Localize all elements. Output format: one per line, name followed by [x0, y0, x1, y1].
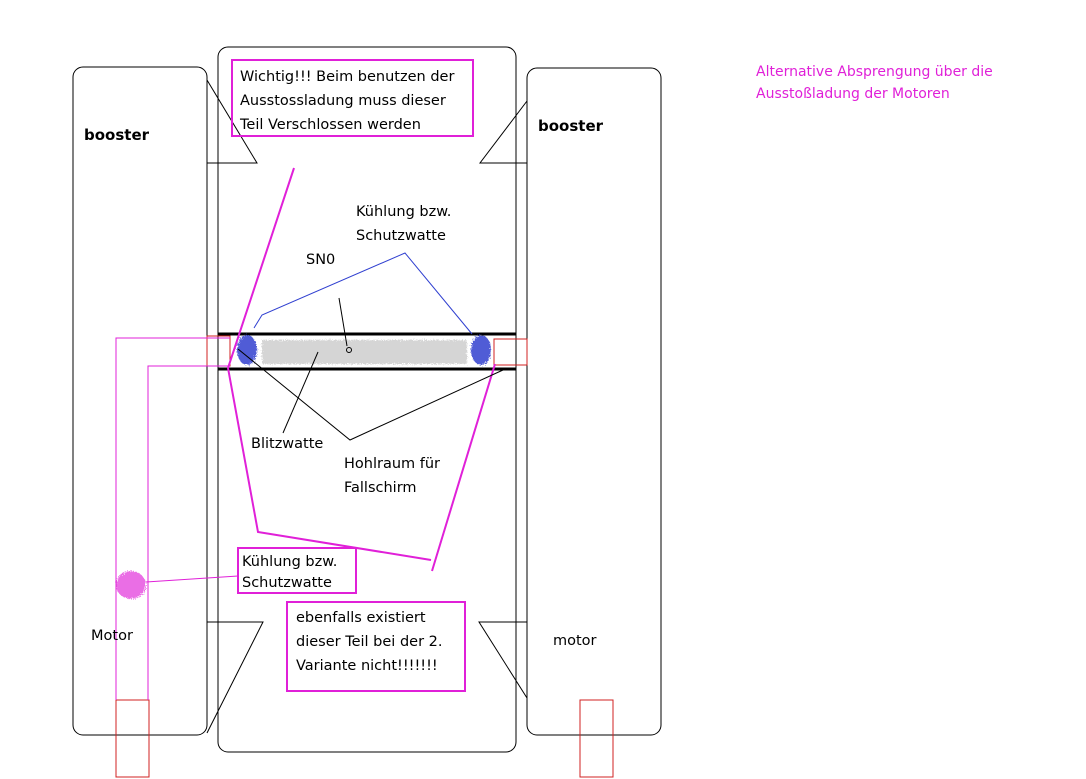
right-nozzle-rect [579, 699, 614, 778]
variant-note-box [286, 601, 466, 692]
variant-note-line-3: Variante nicht!!!!!!! [296, 658, 438, 674]
sn0-label: SN0 [306, 252, 335, 268]
cooling-bottom-line-1: Kühlung bzw. [242, 554, 337, 570]
right-lower-attachment-wedge [478, 621, 528, 699]
central-body [217, 46, 517, 753]
hohlraum-line-1: Hohlraum für [344, 456, 440, 472]
closure-outline [226, 167, 432, 561]
cooling-cotton-right [471, 335, 491, 365]
left-lower-attachment-wedge [206, 621, 264, 734]
important-note-line-3: Teil Verschlossen werden [239, 117, 421, 133]
left-charge-duct-outer [115, 337, 230, 700]
alternative-note-line-2: Ausstoßladung der Motoren [756, 86, 950, 102]
sn0-leader [338, 297, 348, 347]
right-seal-rect [493, 338, 528, 366]
cooling-cotton-left [237, 335, 257, 365]
important-note-line-1: Wichtig!!! Beim benutzen der [240, 69, 454, 85]
cooling-top-line-2: Schutzwatte [356, 228, 446, 244]
left-charge-duct-inner [147, 365, 230, 700]
booster-left-label: booster [84, 126, 150, 144]
left-upper-attachment-wedge [206, 79, 258, 164]
motor-right-label: motor [553, 633, 597, 649]
left-nozzle-rect [115, 699, 150, 778]
blitzwatte-band [262, 340, 467, 364]
important-note-line-2: Ausstossladung muss dieser [240, 93, 446, 109]
booster-right-label: booster [538, 117, 604, 135]
right-upper-attachment-wedge [478, 100, 528, 164]
variant-note-line-2: dieser Teil bei der 2. [296, 634, 442, 650]
variant-note-line-1: ebenfalls existiert [296, 610, 426, 626]
hohlraum-line-2: Fallschirm [344, 480, 417, 496]
motor-cooling-leader [145, 575, 239, 583]
sn0-charge [346, 347, 352, 353]
cooling-top-line-1: Kühlung bzw. [356, 204, 451, 220]
cooling-bottom-box [237, 547, 357, 594]
cooling-bottom-line-2: Schutzwatte [242, 575, 332, 591]
blitzwatte-leader [282, 351, 319, 434]
motor-cooling-cotton [116, 571, 146, 599]
alternative-note-line-1: Alternative Absprengung über die [756, 64, 993, 80]
hohlraum-leader [237, 348, 504, 441]
closure-outline-right [431, 363, 496, 572]
left-booster-body [72, 66, 208, 736]
cooling-top-leader [253, 252, 473, 335]
motor-left-label: Motor [91, 628, 133, 644]
important-note-box [231, 59, 474, 137]
blitzwatte-label: Blitzwatte [251, 436, 323, 452]
right-booster-body [526, 67, 662, 736]
